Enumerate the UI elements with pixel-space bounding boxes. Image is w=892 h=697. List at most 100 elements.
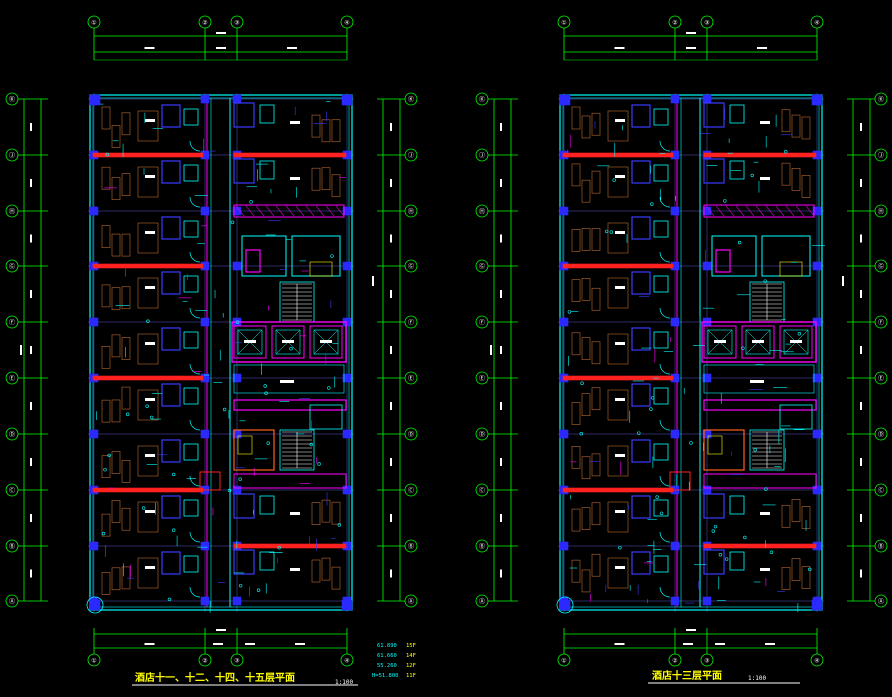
fixture-symbol: [171, 528, 176, 532]
room-label-mark: [760, 512, 770, 515]
room-label-mark: [145, 119, 155, 122]
axis-bubble-bottom-circle: [340, 653, 354, 667]
fixture-symbol: [743, 535, 747, 540]
elevator-car: [237, 329, 263, 355]
dimension-text-mark: [30, 569, 32, 578]
furniture-bed: [101, 225, 111, 248]
elevator-shaft: [233, 325, 267, 359]
axis-bubble-right-circle: [874, 539, 888, 553]
furniture-bed: [311, 114, 321, 138]
furniture-bed: [311, 559, 321, 583]
structural-column: [200, 596, 210, 606]
axis-bubble-left-circle: [5, 371, 19, 385]
hatch-line: [745, 205, 755, 217]
furniture-bed: [121, 233, 131, 257]
structural-column: [342, 261, 352, 271]
fixture-symbol: [612, 178, 616, 182]
dimension-text-mark: [765, 643, 775, 645]
elevator-car: [275, 329, 301, 355]
fixture-symbol: [327, 386, 331, 390]
dimension-text-mark: [287, 47, 297, 49]
axis-bubble-bottom: ②: [202, 658, 207, 665]
dimension-text-mark: [500, 402, 502, 410]
hatch-line: [705, 205, 715, 217]
furniture-desk: [137, 557, 159, 589]
hatch-line: [265, 205, 275, 217]
furniture-bed: [571, 106, 581, 130]
furniture-bed: [571, 508, 581, 532]
bathroom-fixture: [161, 495, 181, 519]
dimension-text-mark: [390, 346, 392, 354]
axis-bubble-left: Ⓖ: [9, 263, 15, 271]
axis-bubble-right: Ⓗ: [408, 208, 414, 216]
bathroom-fixture: [653, 555, 669, 573]
structural-column: [812, 373, 822, 383]
bathroom-fixture: [183, 499, 199, 517]
bathroom-fixture: [183, 443, 199, 461]
axis-bubble-bottom: ②: [672, 658, 677, 665]
fixture-symbol: [637, 431, 641, 435]
service-room: [703, 429, 745, 471]
furniture-bed: [311, 502, 321, 526]
level-table: 61.890 15F 61.660 14F 55.260 12F H=51.80…: [372, 643, 416, 679]
door-swing: [659, 475, 671, 487]
door-swing: [659, 140, 671, 152]
structural-column: [702, 596, 712, 606]
equipment: [309, 261, 333, 277]
fixture-symbol: [266, 441, 270, 445]
bathroom-fixture: [653, 499, 669, 517]
furniture-bed: [111, 567, 121, 591]
hatch-line: [715, 205, 725, 217]
bathroom-fixture: [259, 160, 275, 180]
furniture-bed: [571, 228, 581, 252]
room-partition: [562, 487, 674, 493]
axis-bubble-right-circle: [874, 483, 888, 497]
dimension-text-mark: [30, 514, 32, 522]
bathroom-fixture: [729, 160, 745, 180]
door-swing: [189, 475, 201, 487]
bathroom-fixture: [631, 327, 651, 351]
structural-column: [670, 206, 680, 216]
dimension-text-mark: [860, 514, 862, 522]
furniture-bed: [111, 287, 121, 311]
axis-bubble-left: Ⓒ: [479, 487, 485, 495]
bathroom-fixture: [703, 158, 725, 184]
axis-bubble-right-circle: [404, 371, 418, 385]
room-partition: [562, 375, 674, 381]
fixture-symbol: [167, 597, 172, 602]
dimension-text-mark: [500, 346, 502, 354]
fixture-symbol: [309, 442, 313, 447]
structural-column: [200, 206, 210, 216]
stair: [749, 429, 785, 471]
axis-bubble-left: Ⓙ: [9, 152, 15, 160]
door-swing: [659, 586, 671, 598]
fixture-symbol: [579, 432, 584, 436]
furniture-bed: [791, 168, 801, 191]
elevator-lobby: [703, 364, 815, 394]
axis-bubble-right-circle: [874, 315, 888, 329]
fixture-symbol: [289, 346, 293, 351]
fixture-symbol: [238, 477, 242, 481]
axis-bubble-left: Ⓔ: [9, 375, 15, 383]
structural-column: [812, 429, 822, 439]
bathroom-fixture: [631, 104, 651, 128]
fixture-symbol: [567, 310, 572, 314]
room-partition: [233, 543, 347, 549]
corner-column: [559, 94, 571, 106]
room-label-mark: [615, 398, 625, 401]
hatch-line: [245, 205, 255, 217]
structural-column: [670, 94, 680, 104]
level-elev-4: H=51.800: [372, 673, 399, 679]
room-label-mark: [615, 286, 625, 289]
bathroom-fixture: [161, 216, 181, 240]
furniture-desk: [137, 166, 159, 198]
fixture-symbol: [105, 152, 109, 157]
door-swing: [189, 531, 201, 543]
structural-column: [702, 373, 712, 383]
dimension-text-mark: [245, 643, 255, 645]
fixture-symbol: [222, 407, 227, 412]
dimension-text-mark: [390, 458, 392, 466]
room-label-mark: [760, 568, 770, 571]
bathroom-fixture: [161, 439, 181, 463]
